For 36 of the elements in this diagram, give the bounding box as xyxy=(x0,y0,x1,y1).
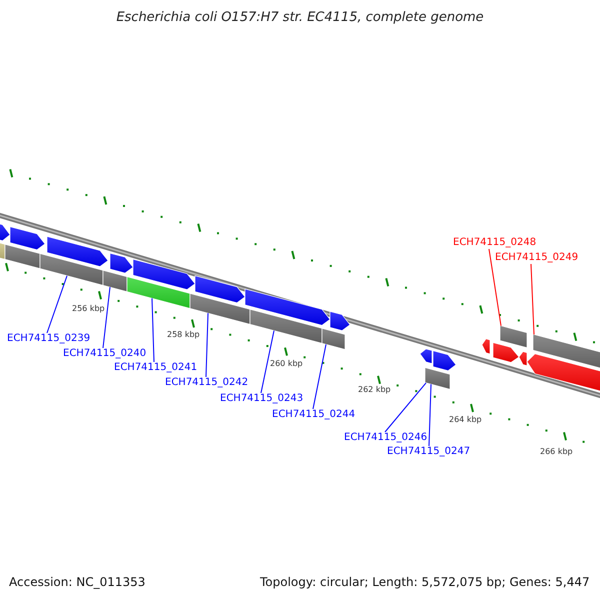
gene-bar xyxy=(250,308,322,344)
leader-line xyxy=(102,286,110,348)
gene-label: ECH74115_0247 xyxy=(387,446,470,458)
leader-line xyxy=(488,248,502,326)
gene-label: ECH74115_0243 xyxy=(220,393,304,405)
leader-line xyxy=(384,382,426,432)
accession-text: Accession: NC_011353 xyxy=(9,576,146,588)
leader-line xyxy=(46,275,68,334)
scale-label: 266 kbp xyxy=(540,446,573,458)
gene-bar xyxy=(322,328,346,350)
gene-label: ECH74115_0244 xyxy=(272,409,356,421)
gene-label: ECH74115_0246 xyxy=(344,432,428,444)
gene-label: ECH74115_0239 xyxy=(7,333,90,345)
scale-label: 256 kbp xyxy=(72,303,105,315)
scale-label: 264 kbp xyxy=(449,414,482,426)
title: Escherichia coli O157:H7 str. EC4115, complete genome xyxy=(115,12,485,24)
scale-label: 258 kbp xyxy=(167,329,200,341)
scale-label: 260 kbp xyxy=(270,358,303,370)
gene-bar xyxy=(190,293,250,325)
gene-label: ECH74115_0241 xyxy=(114,362,198,374)
gene-bar xyxy=(424,367,450,390)
leader-line xyxy=(530,264,534,335)
gene-label: ECH74115_0242 xyxy=(165,377,248,389)
gene-bar xyxy=(102,270,128,292)
leader-line xyxy=(312,344,326,410)
scale-label: 262 kbp xyxy=(358,384,391,396)
genome-summary-text: Topology: circular; Length: 5,572,075 bp; Genes: 5,447 xyxy=(260,576,590,588)
leader-line xyxy=(428,384,432,446)
leader-line xyxy=(152,298,154,362)
gene-label: ECH74115_0249 xyxy=(495,252,578,264)
gene-bar xyxy=(532,334,600,371)
gene-label: ECH74115_0240 xyxy=(63,348,146,360)
leader-line xyxy=(206,312,208,378)
leader-line xyxy=(260,330,274,394)
gene-label: ECH74115_0248 xyxy=(453,237,536,249)
gene-bar xyxy=(500,325,528,348)
